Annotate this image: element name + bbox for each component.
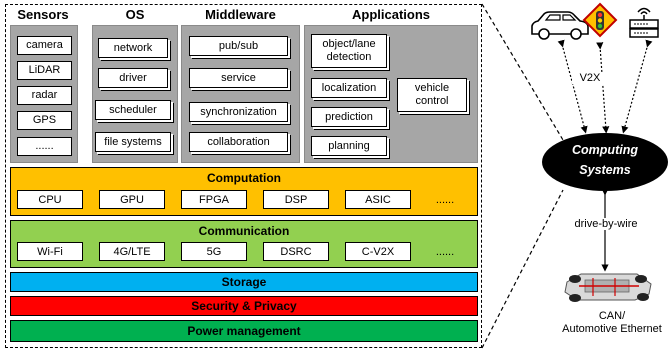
communication-cv2x: C-V2X: [345, 242, 411, 261]
traffic-light-icon: [582, 2, 618, 38]
computation-dsp: DSP: [263, 190, 329, 209]
communication-more: ......: [435, 245, 455, 258]
communication-dsrc: DSRC: [263, 242, 329, 261]
os-title: OS: [125, 7, 145, 22]
computing-systems-label: Computing Systems: [572, 143, 638, 177]
app-prediction: prediction: [311, 107, 387, 127]
applications-title: Applications: [351, 7, 430, 22]
os-network: network: [98, 38, 168, 58]
callout-line-top: [481, 3, 564, 141]
app-planning: planning: [311, 136, 387, 156]
communication-4g-lte: 4G/LTE: [99, 242, 165, 261]
sensors-title: Sensors: [17, 7, 69, 22]
v2x-arrow-roadside-unit: [621, 39, 653, 134]
app-vehicle-control: vehicle control: [397, 78, 467, 112]
computation-more: ......: [435, 193, 455, 206]
power-management-band: Power management: [10, 320, 478, 342]
callout-line-bottom: [481, 189, 564, 349]
middleware-pubsub: pub/sub: [189, 36, 288, 56]
sensor-radar: radar: [17, 86, 72, 105]
computation-cpu: CPU: [17, 190, 83, 209]
os-scheduler: scheduler: [95, 100, 171, 120]
security-privacy-band: Security & Privacy: [10, 296, 478, 316]
storage-band: Storage: [10, 272, 478, 292]
roadside-unit-icon: [629, 7, 659, 38]
v2x-arrow-traffic-light: [596, 42, 610, 134]
v2x-arrow-car: [557, 39, 588, 134]
can-label: CAN/ Automotive Ethernet: [560, 310, 664, 336]
car-icon: [531, 11, 589, 40]
sensor-more: ......: [17, 137, 72, 156]
drive-by-wire-label: drive-by-wire: [570, 218, 642, 230]
sensor-gps: GPS: [17, 111, 72, 130]
v2x-label: V2X: [572, 72, 608, 84]
sensor-lidar: LiDAR: [17, 61, 72, 80]
communication-title: Communication: [198, 224, 290, 238]
can-label-line2: Automotive Ethernet: [562, 323, 662, 335]
middleware-collaboration: collaboration: [189, 132, 288, 152]
architecture-frame: [5, 4, 482, 348]
communication-5g: 5G: [181, 242, 247, 261]
middleware-service: service: [189, 68, 288, 88]
os-driver: driver: [98, 68, 168, 88]
can-label-line1: CAN/: [598, 310, 626, 322]
computing-systems-node: [542, 133, 668, 191]
middleware-synchronization: synchronization: [189, 102, 288, 122]
vehicle-chassis-icon: [564, 273, 652, 302]
computation-title: Computation: [207, 171, 281, 185]
os-file-systems: file systems: [95, 132, 171, 152]
app-object-lane-detection: object/lane detection: [311, 34, 387, 68]
middleware-title: Middleware: [205, 7, 276, 22]
sensor-camera: camera: [17, 36, 72, 55]
computation-asic: ASIC: [345, 190, 411, 209]
computation-fpga: FPGA: [181, 190, 247, 209]
computation-gpu: GPU: [99, 190, 165, 209]
communication-wifi: Wi-Fi: [17, 242, 83, 261]
app-localization: localization: [311, 78, 387, 98]
